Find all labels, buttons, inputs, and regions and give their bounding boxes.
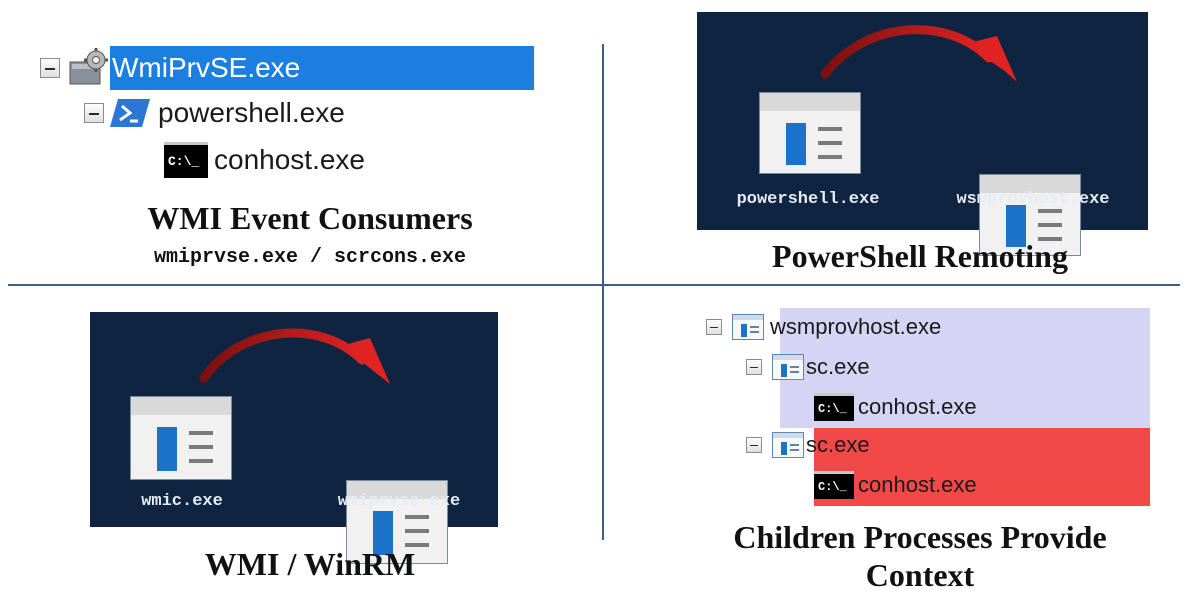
process-label-wsmprovhost[interactable]: wsmprovhost.exe bbox=[770, 314, 942, 339]
console-icon: C:\_ bbox=[164, 142, 208, 178]
tree-row-wmiprvse[interactable]: WmiPrvSE.exe bbox=[40, 46, 534, 90]
red-highlight bbox=[814, 428, 1150, 506]
tree-row-sc-1[interactable]: sc.exe bbox=[746, 352, 870, 382]
target-process-label: wmiprvse.exe bbox=[337, 492, 461, 511]
gear-process-icon bbox=[69, 48, 108, 85]
remoting-panel: powershell.exe wsmprovhost.exe bbox=[697, 12, 1148, 256]
quadrant-title: WMI / WinRM bbox=[204, 546, 416, 582]
arrow-icon bbox=[820, 25, 1017, 82]
process-label-sc[interactable]: sc.exe bbox=[806, 432, 870, 457]
collapse-icon[interactable] bbox=[84, 103, 104, 123]
vertical-divider bbox=[602, 44, 604, 540]
source-process-label: wmic.exe bbox=[141, 492, 223, 511]
quadrant-title: Children Processes Provide Context bbox=[733, 519, 1107, 593]
source-window-icon bbox=[759, 92, 861, 174]
target-process-label: wsmprovhost.exe bbox=[956, 190, 1110, 209]
source-window-icon bbox=[130, 396, 232, 480]
arrow-icon bbox=[199, 328, 390, 384]
tree-row-sc-2[interactable]: sc.exe bbox=[746, 430, 870, 460]
powershell-icon bbox=[110, 99, 150, 127]
tree-row-conhost-1[interactable]: C:\_ conhost.exe bbox=[814, 392, 977, 422]
target-window-icon bbox=[979, 174, 1081, 256]
horizontal-divider bbox=[8, 284, 1180, 286]
process-label-conhost[interactable]: conhost.exe bbox=[214, 144, 365, 175]
quadrant-title: WMI Event Consumers bbox=[147, 200, 473, 236]
collapse-icon[interactable] bbox=[746, 437, 762, 453]
tree-row-conhost-2[interactable]: C:\_ conhost.exe bbox=[814, 470, 977, 500]
tree-row-conhost[interactable]: C:\_ conhost.exe bbox=[164, 140, 365, 180]
window-icon bbox=[772, 432, 804, 458]
target-window-icon bbox=[346, 480, 448, 564]
wmi-panel: wmic.exe wmiprvse.exe bbox=[90, 312, 498, 564]
process-label-wmiprvse[interactable]: WmiPrvSE.exe bbox=[110, 46, 534, 90]
window-icon bbox=[732, 314, 764, 340]
quadrant-title: PowerShell Remoting bbox=[772, 238, 1068, 274]
console-icon: C:\_ bbox=[814, 393, 854, 421]
console-icon: C:\_ bbox=[814, 471, 854, 499]
collapse-icon[interactable] bbox=[746, 359, 762, 375]
tree-row-powershell[interactable]: powershell.exe bbox=[84, 94, 345, 132]
process-label-sc[interactable]: sc.exe bbox=[806, 354, 870, 379]
collapse-icon[interactable] bbox=[40, 58, 60, 78]
collapse-icon[interactable] bbox=[706, 319, 722, 335]
tree-row-wsmprovhost[interactable]: wsmprovhost.exe bbox=[706, 312, 941, 342]
process-label-powershell[interactable]: powershell.exe bbox=[158, 97, 345, 128]
process-label-conhost[interactable]: conhost.exe bbox=[858, 472, 977, 497]
quadrant-subtitle: wmiprvse.exe / scrcons.exe bbox=[153, 246, 467, 269]
process-label-conhost[interactable]: conhost.exe bbox=[858, 394, 977, 419]
source-process-label: powershell.exe bbox=[736, 190, 880, 209]
window-icon bbox=[772, 354, 804, 380]
